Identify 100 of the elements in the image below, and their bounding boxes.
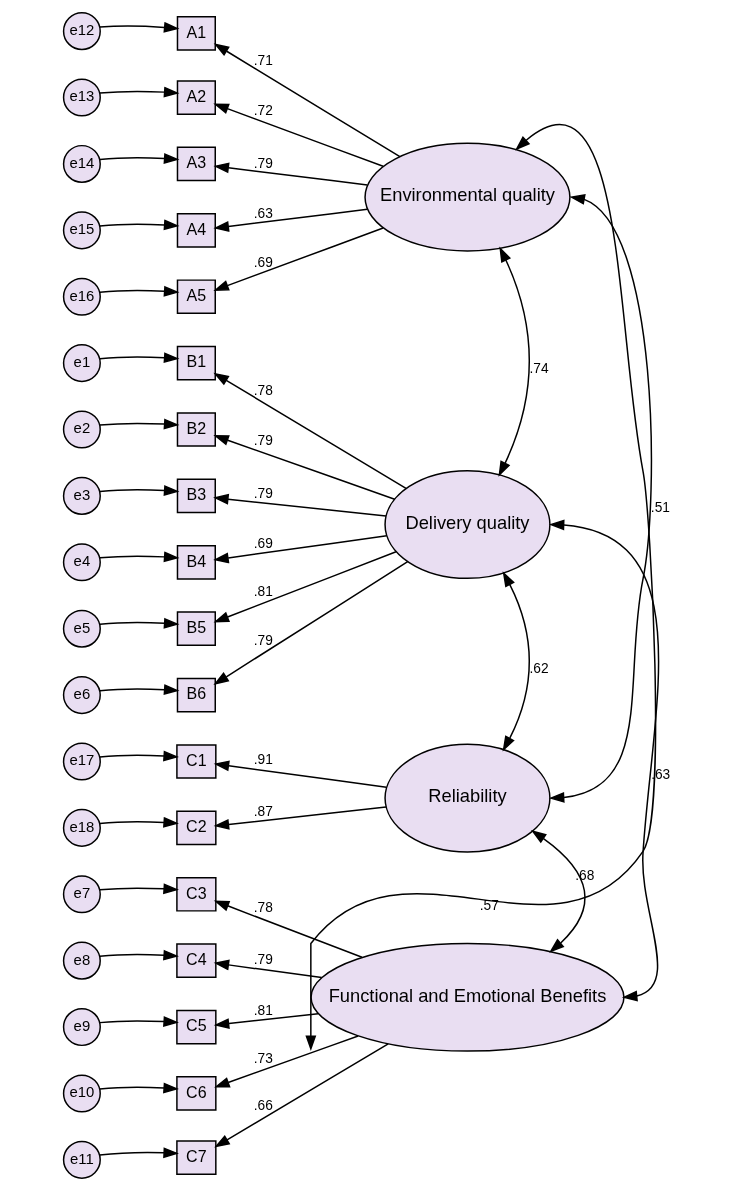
edge-label: .69: [253, 536, 273, 552]
arrow: [213, 806, 387, 830]
node-circle: e4: [62, 543, 101, 582]
edge-label: .79: [253, 951, 273, 967]
node-ellipse: Reliability: [384, 743, 551, 853]
node-box: A4: [176, 213, 216, 248]
node-ellipse: Functional and Emotional Benefits: [310, 942, 625, 1052]
arrow: [213, 1012, 319, 1029]
node-box: A3: [176, 146, 216, 182]
node-circle: e8: [62, 941, 101, 980]
edge-label: .78: [253, 382, 273, 398]
edge-label: .74: [529, 360, 549, 376]
arrow: [214, 1035, 359, 1088]
edge-label: .73: [253, 1051, 273, 1067]
node-box: C5: [176, 1009, 217, 1045]
arrow: [99, 883, 179, 895]
node-circle: e3: [62, 476, 101, 515]
node-box: A5: [176, 279, 216, 315]
arrow: [548, 194, 653, 803]
node-box: C3: [176, 876, 217, 912]
arrow: [213, 43, 401, 158]
edge-label: .81: [253, 1003, 273, 1019]
edge-label: .87: [253, 803, 273, 819]
node-box: C7: [176, 1140, 217, 1175]
node-ellipse: Delivery quality: [384, 469, 551, 580]
node-circle: e16: [62, 277, 101, 316]
arrow: [99, 86, 180, 98]
node-box: C6: [176, 1076, 217, 1111]
node-box: B4: [176, 544, 216, 580]
arrow: [530, 830, 586, 953]
node-circle: e14: [62, 144, 101, 183]
arrow: [99, 21, 180, 33]
edge-label: .79: [253, 433, 273, 449]
arrow: [213, 162, 369, 186]
arrow: [502, 571, 531, 752]
arrow: [213, 208, 369, 232]
node-box: B6: [176, 677, 216, 713]
node-ellipse: Environmental quality: [364, 142, 571, 252]
arrow: [213, 760, 388, 788]
node-box: B3: [176, 478, 216, 514]
arrow: [99, 750, 179, 762]
node-circle: e6: [62, 676, 101, 715]
edge-label: .72: [253, 103, 273, 119]
node-circle: e2: [62, 410, 101, 449]
edge-label: .63: [253, 206, 273, 222]
node-circle: e15: [62, 211, 101, 250]
node-circle: e12: [62, 12, 101, 51]
arrow: [99, 352, 180, 364]
node-box: C1: [176, 744, 217, 779]
arrow: [99, 816, 179, 828]
arrow: [213, 561, 409, 686]
node-box: A1: [176, 16, 216, 51]
edge-label: .79: [253, 156, 273, 172]
edge-label: .69: [253, 254, 273, 270]
node-box: C4: [176, 943, 217, 978]
arrow: [99, 1082, 179, 1094]
arrow: [99, 1147, 179, 1159]
node-circle: e5: [62, 609, 101, 648]
node-circle: e9: [62, 1008, 101, 1047]
arrow: [305, 124, 657, 1052]
arrow: [99, 285, 180, 297]
edge-label: .71: [253, 53, 273, 69]
node-circle: e17: [62, 742, 101, 781]
node-box: B2: [176, 412, 216, 447]
edge-label: .79: [253, 633, 273, 649]
node-box: C2: [176, 810, 217, 846]
node-box: B1: [176, 345, 216, 381]
arrow: [213, 435, 396, 500]
arrow: [99, 684, 180, 696]
arrow: [99, 1016, 179, 1027]
arrow: [548, 519, 660, 1002]
arrow: [99, 617, 180, 629]
edge-label: .51: [650, 499, 670, 515]
edge-label: .62: [529, 660, 549, 676]
edge-label: .66: [253, 1098, 273, 1114]
arrow: [213, 534, 388, 564]
arrow: [214, 1043, 389, 1148]
arrow: [99, 949, 179, 961]
node-circle: e13: [62, 78, 101, 117]
node-circle: e7: [62, 875, 101, 914]
node-circle: e18: [62, 808, 101, 847]
edge-label: .78: [253, 900, 273, 916]
arrow: [99, 153, 180, 164]
arrow: [213, 959, 323, 979]
arrow: [213, 551, 397, 623]
node-circle: e11: [62, 1140, 101, 1179]
arrow: [213, 103, 384, 168]
edge-label: .79: [253, 485, 273, 501]
arrow: [99, 219, 180, 231]
arrow: [213, 493, 387, 517]
edge-label: .91: [253, 752, 273, 768]
arrow: [99, 551, 180, 563]
node-box: B5: [176, 611, 216, 647]
arrow: [213, 227, 384, 291]
node-circle: e10: [62, 1074, 101, 1113]
node-box: A2: [176, 80, 216, 115]
arrow: [213, 372, 407, 490]
arrow: [99, 485, 180, 496]
arrow: [213, 900, 363, 959]
arrow: [498, 246, 531, 477]
